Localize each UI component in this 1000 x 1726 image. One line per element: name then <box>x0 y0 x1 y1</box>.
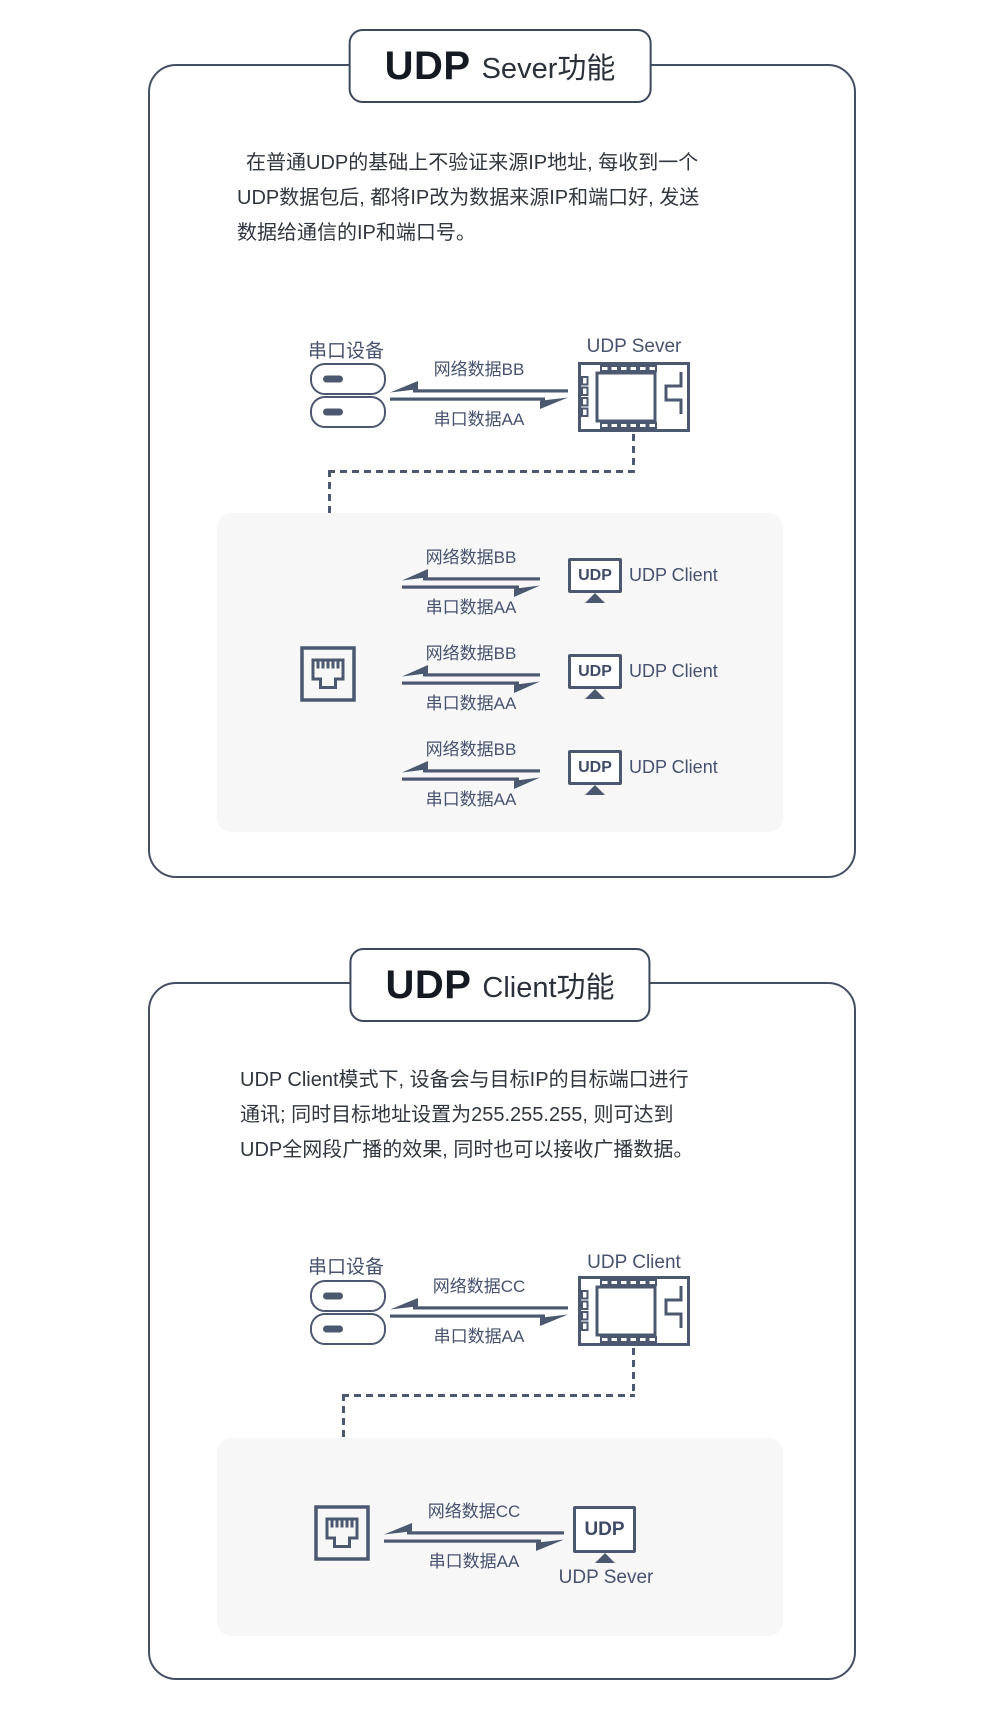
monitor-stand-icon <box>585 785 605 795</box>
ethernet-rj45-icon <box>314 1505 370 1561</box>
net-data-label: 网络数据CC <box>427 1502 521 1521</box>
udp-server-title: UDP Sever功能 <box>348 29 652 103</box>
monitor-stand-icon <box>585 593 605 603</box>
wifi-module-chip-icon <box>578 362 690 432</box>
serial-port-icon <box>310 363 386 395</box>
monitor-screen: UDP <box>568 654 622 689</box>
serial-port-icon <box>310 1313 386 1345</box>
server-description: 在普通UDP的基础上不验证来源IP地址, 每收到一个 UDP数据包后, 都将IP… <box>237 146 707 251</box>
desc-line: 数据给通信的IP和端口号。 <box>237 222 476 244</box>
desc-line: 在普通UDP的基础上不验证来源IP地址, 每收到一个 <box>246 152 699 174</box>
desc-line: UDP全网段广播的效果, 同时也可以接收广播数据。 <box>240 1139 694 1161</box>
arrow-right-icon <box>402 585 540 597</box>
serial-port-icon <box>310 396 386 428</box>
dashed-connector <box>342 1394 635 1397</box>
serial-to-server-flow: 网络数据BB 串口数据AA <box>390 360 568 430</box>
serial-device-label-2: 串口设备 <box>308 1257 385 1278</box>
arrow-right-icon <box>390 1314 568 1326</box>
udp-client-label: UDP Client <box>629 661 718 681</box>
dashed-connector <box>632 434 635 470</box>
net-data-label: 网络数据BB <box>425 740 517 759</box>
udp-client-monitor-icon: UDP <box>568 558 622 603</box>
client-flow-3: 网络数据BB 串口数据AA <box>402 740 540 810</box>
udp-client-title: UDP Client功能 <box>349 948 651 1022</box>
monitor-screen: UDP <box>568 750 622 785</box>
udp-client-label: UDP Client <box>629 757 718 777</box>
title-rest-2: Client功能 <box>482 972 615 1004</box>
arrow-right-icon <box>402 681 540 693</box>
lan-area-2 <box>217 1438 783 1636</box>
serial-dash-icon <box>323 375 343 383</box>
net-data-label: 网络数据BB <box>425 548 517 567</box>
dashed-connector <box>328 470 635 473</box>
serial-data-label: 串口数据AA <box>428 1552 520 1571</box>
ethernet-rj45-icon <box>300 646 356 702</box>
serial-data-label: 串口数据AA <box>425 598 517 617</box>
desc-line: UDP数据包后, 都将IP改为数据来源IP和端口好, 发送 <box>237 187 700 209</box>
arrow-left-icon <box>390 381 568 393</box>
desc-line: UDP Client模式下, 设备会与目标IP的目标端口进行 <box>240 1069 689 1091</box>
arrow-left-icon <box>402 761 540 773</box>
arrow-right-icon <box>402 777 540 789</box>
arrow-left-icon <box>390 1298 568 1310</box>
serial-port-icon <box>310 1280 386 1312</box>
desc-line: 通讯; 同时目标地址设置为255.255.255, 则可达到 <box>240 1104 674 1126</box>
arrow-right-icon <box>390 397 568 409</box>
udp-client-monitor-icon: UDP <box>568 654 622 699</box>
udp-server-chip-label: UDP Sever <box>586 336 682 357</box>
monitor-screen: UDP <box>568 558 622 593</box>
title-udp-1: UDP <box>384 43 471 88</box>
serial-to-client-flow: 网络数据CC 串口数据AA <box>390 1277 568 1347</box>
serial-data-label: 串口数据AA <box>425 694 517 713</box>
udp-server-label: UDP Sever <box>558 1567 654 1588</box>
net-data-label: 网络数据BB <box>425 644 517 663</box>
net-data-label: 网络数据CC <box>432 1277 526 1296</box>
title-udp-2: UDP <box>385 962 472 1007</box>
wifi-module-chip-icon <box>578 1276 690 1346</box>
net-data-label: 网络数据BB <box>433 360 525 379</box>
serial-dash-icon <box>323 408 343 416</box>
serial-data-label: 串口数据AA <box>433 410 525 429</box>
client-description: UDP Client模式下, 设备会与目标IP的目标端口进行 通讯; 同时目标地… <box>240 1063 710 1168</box>
arrow-left-icon <box>402 665 540 677</box>
udp-client-monitor-icon: UDP <box>568 750 622 795</box>
dashed-connector <box>632 1348 635 1394</box>
udp-client-chip-label: UDP Client <box>587 1252 681 1273</box>
client-flow-2: 网络数据BB 串口数据AA <box>402 644 540 714</box>
serial-data-label: 串口数据AA <box>433 1327 525 1346</box>
serial-dash-icon <box>323 1292 343 1300</box>
serial-dash-icon <box>323 1325 343 1333</box>
serial-device-label-1: 串口设备 <box>308 341 385 362</box>
arrow-left-icon <box>402 569 540 581</box>
title-rest-1: Sever功能 <box>481 53 616 85</box>
arrow-right-icon <box>384 1539 564 1551</box>
monitor-stand-icon <box>585 689 605 699</box>
monitor-stand-icon <box>594 1553 615 1563</box>
monitor-screen: UDP <box>573 1506 636 1553</box>
serial-data-label: 串口数据AA <box>425 790 517 809</box>
udp-server-monitor-icon: UDP <box>573 1506 636 1563</box>
arrow-left-icon <box>384 1523 564 1535</box>
client-flow-1: 网络数据BB 串口数据AA <box>402 548 540 618</box>
server-flow: 网络数据CC 串口数据AA <box>384 1502 564 1572</box>
udp-client-label: UDP Client <box>629 565 718 585</box>
